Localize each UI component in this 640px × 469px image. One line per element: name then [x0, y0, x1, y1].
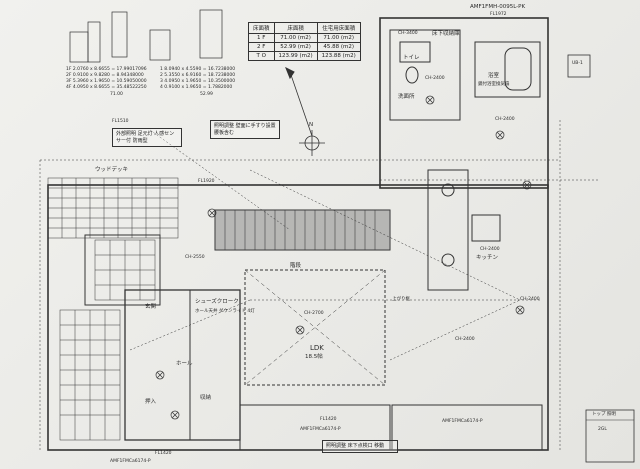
hall-label: ホール: [176, 361, 193, 367]
ceiling-height-label: CH-2400: [480, 247, 500, 252]
ldk-label: LDK: [310, 344, 324, 352]
bathtub: [504, 47, 532, 91]
fixture-code: AMF1FMCa6174-P: [110, 459, 151, 464]
ceiling-height-label: CH-2400: [425, 76, 445, 81]
note-box-top: 照明調整 壁面に手すり設置 腰板含む: [210, 120, 280, 139]
hall-light-note: ホール天井 ダウンライト 4灯: [195, 309, 255, 314]
fixture-code: AMF1FMCa6174-P: [300, 427, 341, 432]
washroom-label: 洗面所: [398, 94, 415, 100]
floor-level-label: FL1420: [155, 451, 172, 456]
note-box-bottom: 照明調整 床下点検口 移動: [322, 440, 398, 453]
note-box-left: 外部照明 足元灯 人感センサー付 防雨型: [112, 128, 182, 147]
shoe-storage-label: シューズクローク: [195, 299, 239, 305]
detail-box: [567, 54, 591, 78]
table-row: T O 123.99 (m2) 123.88 (m2): [248, 51, 361, 61]
wardrobe-label: 押入: [145, 399, 157, 405]
washroom-wall: [389, 29, 461, 121]
ceiling-height-label: CH-2550: [185, 255, 205, 260]
top-right-code: AMF1FMH-0095L-PK: [470, 4, 526, 10]
stairs-label: 階段: [290, 263, 302, 269]
table-row: 1 F 71.00 (m2) 71.00 (m2): [248, 33, 361, 43]
sink: [399, 41, 431, 63]
fixture-code: AMF1FMCa6174-P: [442, 419, 483, 424]
calc-line: 1 8.0940 x 4.5590 = 16.7238000: [160, 67, 236, 72]
calc-line: 3 4.0950 x 1.9650 = 10.3500000: [160, 79, 236, 84]
massing-sketch: [69, 9, 223, 63]
ceiling-height-label: CH-2400: [455, 337, 475, 342]
calc-line: 1F 2.0760 x 8.6655 = 17.99017096: [66, 67, 147, 72]
tile-grid: [47, 177, 179, 441]
ldk-size: 18.5帖: [305, 354, 323, 360]
wet-area-wall: [379, 17, 549, 189]
area-col-residential: 住宅用床面積: [316, 22, 361, 34]
ceiling-height-label: CH-3400: [398, 31, 418, 36]
light-fixtures: [155, 95, 532, 420]
table-row: 2 F 52.99 (m2) 45.88 (m2): [248, 42, 361, 52]
floor-level-label: FL1920: [198, 179, 215, 184]
area-col-floor-area: 床面積: [273, 22, 318, 34]
living-zone: [244, 269, 386, 386]
floor-area-table: 床面積 床面積 住宅用床面積 1 F 71.00 (m2) 71.00 (m2)…: [248, 22, 361, 61]
closet-wall: [189, 289, 241, 441]
calc-line: 4F 4.0950 x 8.6655 = 35.48522250: [66, 85, 147, 90]
toilet-bowl: [405, 66, 419, 84]
kitchen-counter: [427, 169, 469, 291]
unit-label: UB-1: [572, 61, 583, 66]
kitchen-sink: [441, 253, 455, 267]
calc-total: 52.99: [200, 92, 213, 97]
top-right-sub: FL1972: [490, 12, 507, 17]
calc-total: 71.00: [110, 92, 123, 97]
entrance-label: 玄関: [145, 304, 157, 310]
legend-box: [585, 409, 635, 463]
bathroom-wall: [474, 41, 541, 98]
north-label: N: [309, 122, 314, 128]
legend-item: 2GL: [598, 427, 607, 432]
bathroom-sub: 鏡付浴室換気扇: [478, 82, 510, 87]
cooktop: [441, 183, 455, 197]
compass: [285, 66, 325, 156]
step-note: 上がり框: [392, 297, 410, 302]
calc-line: 4 0.9100 x 1.9650 = 1.7882000: [160, 85, 233, 90]
calc-line: 2F 0.9100 x 9.8280 = 8.94348000: [66, 73, 144, 78]
ceiling-height-label: CH-2400: [520, 297, 540, 302]
toilet-label: トイレ: [403, 55, 420, 61]
floor-level-label: FL1420: [320, 417, 337, 422]
bathroom-label: 浴室: [488, 73, 500, 79]
floor-level-label: FL1510: [112, 119, 129, 124]
kitchen-label: キッチン: [476, 255, 499, 261]
calc-line: 2 5.3550 x 6.9160 = 18.7238000: [160, 73, 236, 78]
staircase: [214, 209, 391, 251]
deck-label: ウッドデッキ: [95, 167, 129, 173]
calc-line: 3F 5.3960 x 1.9650 = 10.59050000: [66, 79, 147, 84]
ceiling-height-label: CH-2700: [304, 311, 324, 316]
closet-label: 収納: [200, 395, 212, 401]
legend-title: トップ 照明: [592, 412, 616, 417]
storage-wall: [84, 234, 161, 306]
area-table-title: 床面積: [248, 22, 275, 34]
deck-area-right: [391, 404, 543, 451]
ceiling-height-label: CH-2400: [495, 117, 515, 122]
underfloor-storage-label: 床下収納庫: [432, 31, 460, 37]
fridge: [471, 214, 501, 242]
deck-area: [239, 404, 391, 451]
